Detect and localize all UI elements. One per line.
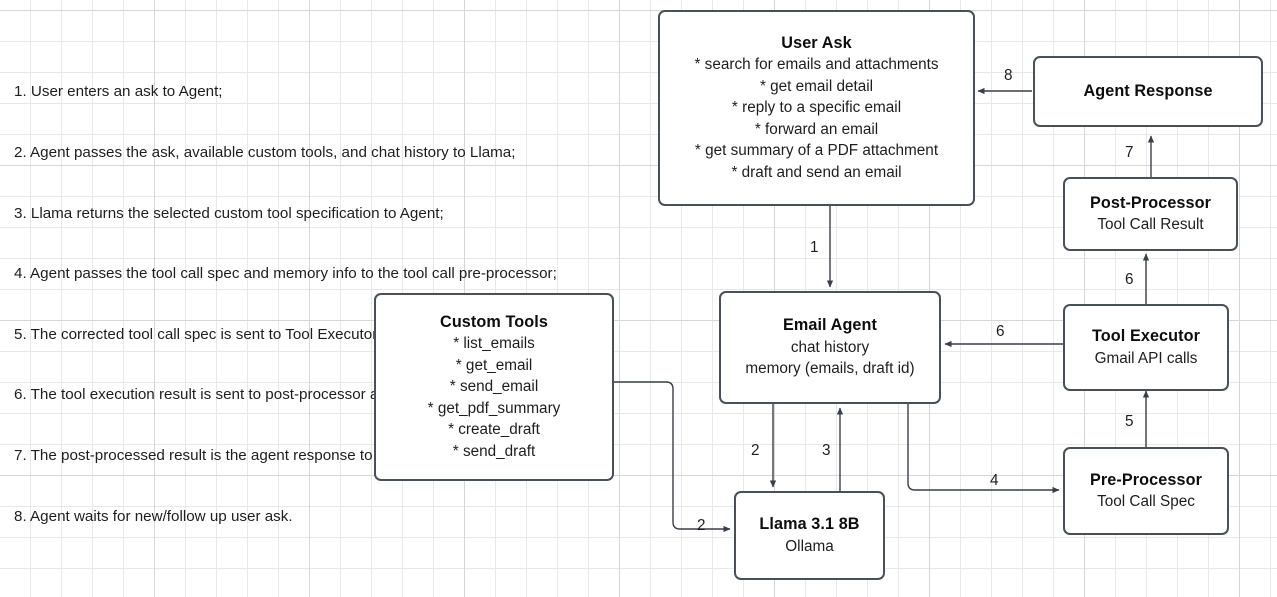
node-custom-tools-item-3: * send_email (449, 378, 539, 396)
legend-line-2: 2. Agent passes the ask, available custo… (14, 144, 516, 162)
node-post-processor-title: Post-Processor (1089, 193, 1212, 212)
node-post-processor[interactable]: Post-Processor Tool Call Result (1063, 177, 1238, 251)
legend-line-8: 8. Agent waits for new/follow up user as… (14, 507, 293, 525)
edge-label-6b: 6 (1125, 271, 1134, 288)
node-tool-executor-subtitle: Gmail API calls (1094, 349, 1198, 367)
legend-line-3: 3. Llama returns the selected custom too… (14, 204, 444, 222)
node-custom-tools-item-5: * create_draft (448, 421, 540, 439)
node-user-ask[interactable]: User Ask * search for emails and attachm… (658, 10, 975, 206)
node-post-processor-subtitle: Tool Call Result (1097, 216, 1204, 233)
node-llama[interactable]: Llama 3.1 8B Ollama (734, 491, 885, 580)
edge-label-7: 7 (1125, 144, 1134, 161)
node-pre-processor[interactable]: Pre-Processor Tool Call Spec (1063, 447, 1229, 535)
node-llama-subtitle: Ollama (785, 537, 834, 555)
node-custom-tools-item-1: * list_emails (453, 335, 535, 353)
node-custom-tools-item-2: * get_email (455, 356, 533, 374)
node-user-ask-item-1: * search for emails and attachments (694, 56, 939, 74)
edge-label-5: 5 (1125, 413, 1134, 430)
node-custom-tools-title: Custom Tools (440, 313, 548, 332)
node-user-ask-item-4: * forward an email (754, 120, 879, 138)
node-custom-tools[interactable]: Custom Tools * list_emails * get_email *… (374, 293, 614, 481)
node-llama-title: Llama 3.1 8B (759, 515, 860, 534)
edge-label-4: 4 (990, 472, 999, 489)
node-agent-response-title: Agent Response (1083, 81, 1213, 100)
node-user-ask-item-6: * draft and send an email (731, 163, 902, 181)
node-email-agent-subtitle-2: memory (emails, draft id) (745, 360, 915, 378)
node-email-agent[interactable]: Email Agent chat history memory (emails,… (719, 291, 941, 404)
legend-line-1: 1. User enters an ask to Agent; (14, 83, 223, 101)
edge-label-2b: 2 (697, 517, 706, 534)
edge-2b-path (614, 381, 731, 533)
edge-label-3: 3 (822, 442, 831, 459)
node-user-ask-item-5: * get summary of a PDF attachment (694, 142, 939, 160)
node-pre-processor-title: Pre-Processor (1090, 470, 1202, 489)
node-email-agent-title: Email Agent (782, 316, 878, 335)
node-pre-processor-subtitle: Tool Call Spec (1097, 493, 1195, 510)
node-email-agent-subtitle-1: chat history (790, 338, 870, 356)
edge-label-2a: 2 (751, 442, 760, 459)
edge-label-1: 1 (810, 239, 819, 256)
edge-label-6a: 6 (996, 323, 1005, 340)
node-agent-response[interactable]: Agent Response (1033, 56, 1263, 127)
edge-4-path (907, 404, 1060, 494)
node-custom-tools-item-6: * send_draft (452, 442, 536, 460)
node-tool-executor[interactable]: Tool Executor Gmail API calls (1063, 304, 1229, 391)
node-user-ask-item-3: * reply to a specific email (731, 99, 902, 117)
node-custom-tools-item-4: * get_pdf_summary (427, 399, 561, 417)
legend-line-4: 4. Agent passes the tool call spec and m… (14, 265, 557, 283)
node-user-ask-item-2: * get email detail (759, 77, 874, 95)
node-tool-executor-title: Tool Executor (1091, 327, 1201, 346)
edge-label-8: 8 (1004, 67, 1013, 84)
node-user-ask-title: User Ask (781, 34, 852, 53)
